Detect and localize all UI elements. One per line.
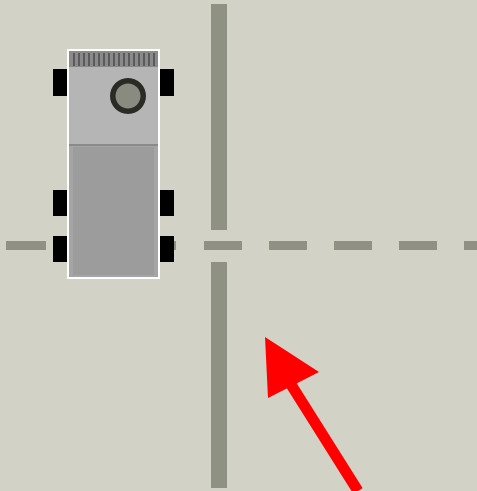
horizontal-dash — [334, 241, 372, 250]
wheel-front-left — [53, 69, 68, 96]
horizontal-dash — [6, 241, 46, 250]
wheel-front-right — [159, 69, 174, 96]
truck[interactable] — [53, 49, 174, 279]
wheel-rear-left-2 — [53, 236, 68, 262]
vertical-lane-line-lower — [211, 262, 227, 488]
horizontal-dash — [464, 241, 477, 250]
roof-beacon-icon — [110, 78, 146, 114]
vertical-lane-line-upper — [211, 4, 227, 230]
wheel-rear-right-2 — [159, 236, 174, 262]
wheel-rear-left-1 — [53, 190, 68, 216]
cargo-bed-inner — [73, 147, 154, 275]
wheel-rear-right-1 — [159, 190, 174, 216]
horizontal-dash — [269, 241, 307, 250]
horizontal-dash — [399, 241, 437, 250]
horizontal-dash — [204, 241, 242, 250]
